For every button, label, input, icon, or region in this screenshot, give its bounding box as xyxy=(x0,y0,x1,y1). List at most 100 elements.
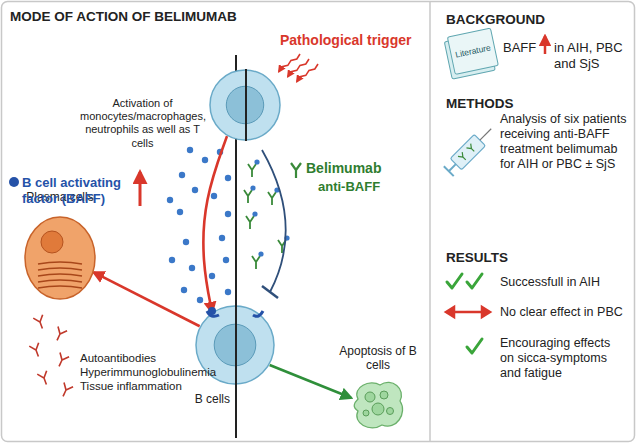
literature-icon xyxy=(443,28,499,79)
antibody xyxy=(246,216,254,229)
autoantibody xyxy=(59,382,74,398)
cell-label: Activation of monocytes/macrophages, neu… xyxy=(80,97,205,150)
apoptotic-cell xyxy=(354,382,402,427)
antibody xyxy=(252,256,260,269)
baff-molecule xyxy=(225,211,231,217)
baff-molecule xyxy=(219,235,225,241)
increase-arrow xyxy=(139,172,142,206)
bound-baff xyxy=(254,159,259,164)
baff-molecule xyxy=(223,257,229,263)
antibody xyxy=(268,192,276,205)
bound-baff xyxy=(258,251,263,256)
check-marks xyxy=(447,274,482,353)
split-line xyxy=(245,69,247,141)
baff-molecule xyxy=(225,289,231,295)
baff-molecule xyxy=(179,172,185,178)
result-text: Successfull in AIH xyxy=(500,275,630,290)
endoplasmic-reticulum xyxy=(38,274,82,276)
bound-baff xyxy=(208,307,216,315)
baff-molecule xyxy=(181,287,187,293)
endoplasmic-reticulum xyxy=(38,262,82,264)
panel-divider xyxy=(429,2,431,441)
double-arrow xyxy=(452,311,484,314)
cell-drawing xyxy=(209,69,281,141)
double-arrow xyxy=(446,307,454,317)
antibody xyxy=(248,164,256,177)
apoptotic-cell: Apoptosis of B cells xyxy=(350,377,406,433)
apoptotic-body xyxy=(365,392,375,402)
bound-baff xyxy=(252,211,257,216)
baff-molecule xyxy=(197,297,203,303)
antibody xyxy=(244,190,252,203)
split-line xyxy=(235,305,237,385)
section-heading: RESULTS xyxy=(446,250,596,266)
endoplasmic-reticulum xyxy=(38,268,82,270)
literature-icon xyxy=(447,28,498,74)
icon-label: Literature xyxy=(449,41,496,61)
autoantibodies xyxy=(29,315,73,399)
syringe-icon xyxy=(443,123,497,177)
autoantibody xyxy=(29,343,43,359)
arrow-connector xyxy=(270,365,351,398)
result-text: Encouraging effects on sicca-symptoms an… xyxy=(500,336,626,381)
baff-molecules xyxy=(167,147,231,303)
plasma-cell: Plasma cells xyxy=(24,216,96,300)
double-arrow xyxy=(482,307,490,317)
baff-molecule xyxy=(183,239,189,245)
effect-list: Autoantibodies Hyperimmunoglobulinemia T… xyxy=(80,352,238,393)
check-marks xyxy=(467,339,482,353)
endoplasmic-reticulum xyxy=(38,280,82,282)
antibody-icon xyxy=(291,163,301,178)
apoptotic-body xyxy=(372,403,384,415)
arrow-connector xyxy=(94,272,200,326)
drug-target: anti-BAFF xyxy=(318,179,408,195)
trigger-arrow xyxy=(297,64,318,82)
baff-receptor xyxy=(253,311,263,316)
finding-text: in AIH, PBC and SjS xyxy=(554,40,632,71)
antibody-icon xyxy=(291,163,301,178)
cell-body xyxy=(210,70,280,140)
section-heading: BACKGROUND xyxy=(446,12,596,28)
bound-baff xyxy=(250,185,255,190)
cell-label: B cells xyxy=(185,392,230,406)
syringe-icon xyxy=(458,144,476,162)
figure-title: MODE OF ACTION OF BELIMUMAB xyxy=(10,9,237,25)
trigger-arrows xyxy=(279,54,318,82)
apoptotic-body xyxy=(387,408,394,415)
increase-arrow xyxy=(544,36,547,54)
syringe-icon xyxy=(444,166,454,176)
autoantibody xyxy=(33,315,47,331)
check-marks xyxy=(467,274,482,288)
baff-dot xyxy=(9,177,19,187)
apoptotic-body xyxy=(380,391,388,399)
baff-molecule xyxy=(225,175,231,181)
autoantibody xyxy=(53,326,68,342)
syringe-icon xyxy=(449,164,456,171)
baff-molecule xyxy=(209,273,215,279)
cell-drawing xyxy=(24,216,96,300)
inhibition-bar xyxy=(262,286,278,298)
apoptotic-body xyxy=(363,410,369,416)
autoantibody xyxy=(55,352,70,368)
immune-cell: Activation of monocytes/macrophages, neu… xyxy=(209,69,281,141)
baff-label: B cell activating factor (BAFF) xyxy=(22,175,140,206)
cell-label: Apoptosis of B cells xyxy=(336,344,420,373)
baff-molecule xyxy=(169,257,175,263)
result-text: No clear effect in PBC xyxy=(500,305,630,320)
arrow-connector xyxy=(203,136,227,312)
baff-molecule xyxy=(187,147,193,153)
baff-molecule xyxy=(211,193,217,199)
baff-molecule xyxy=(192,187,198,193)
inhibition-line xyxy=(262,150,286,292)
section-heading: METHODS xyxy=(446,96,596,112)
check-marks xyxy=(447,274,462,288)
endoplasmic-reticulum xyxy=(38,286,82,288)
cell-drawing xyxy=(350,377,406,433)
double-arrow xyxy=(446,307,490,317)
belimumab-antibodies xyxy=(244,159,290,269)
finding-text: BAFF xyxy=(503,40,543,56)
baff-molecule xyxy=(202,157,208,163)
baff-molecule xyxy=(167,197,173,203)
